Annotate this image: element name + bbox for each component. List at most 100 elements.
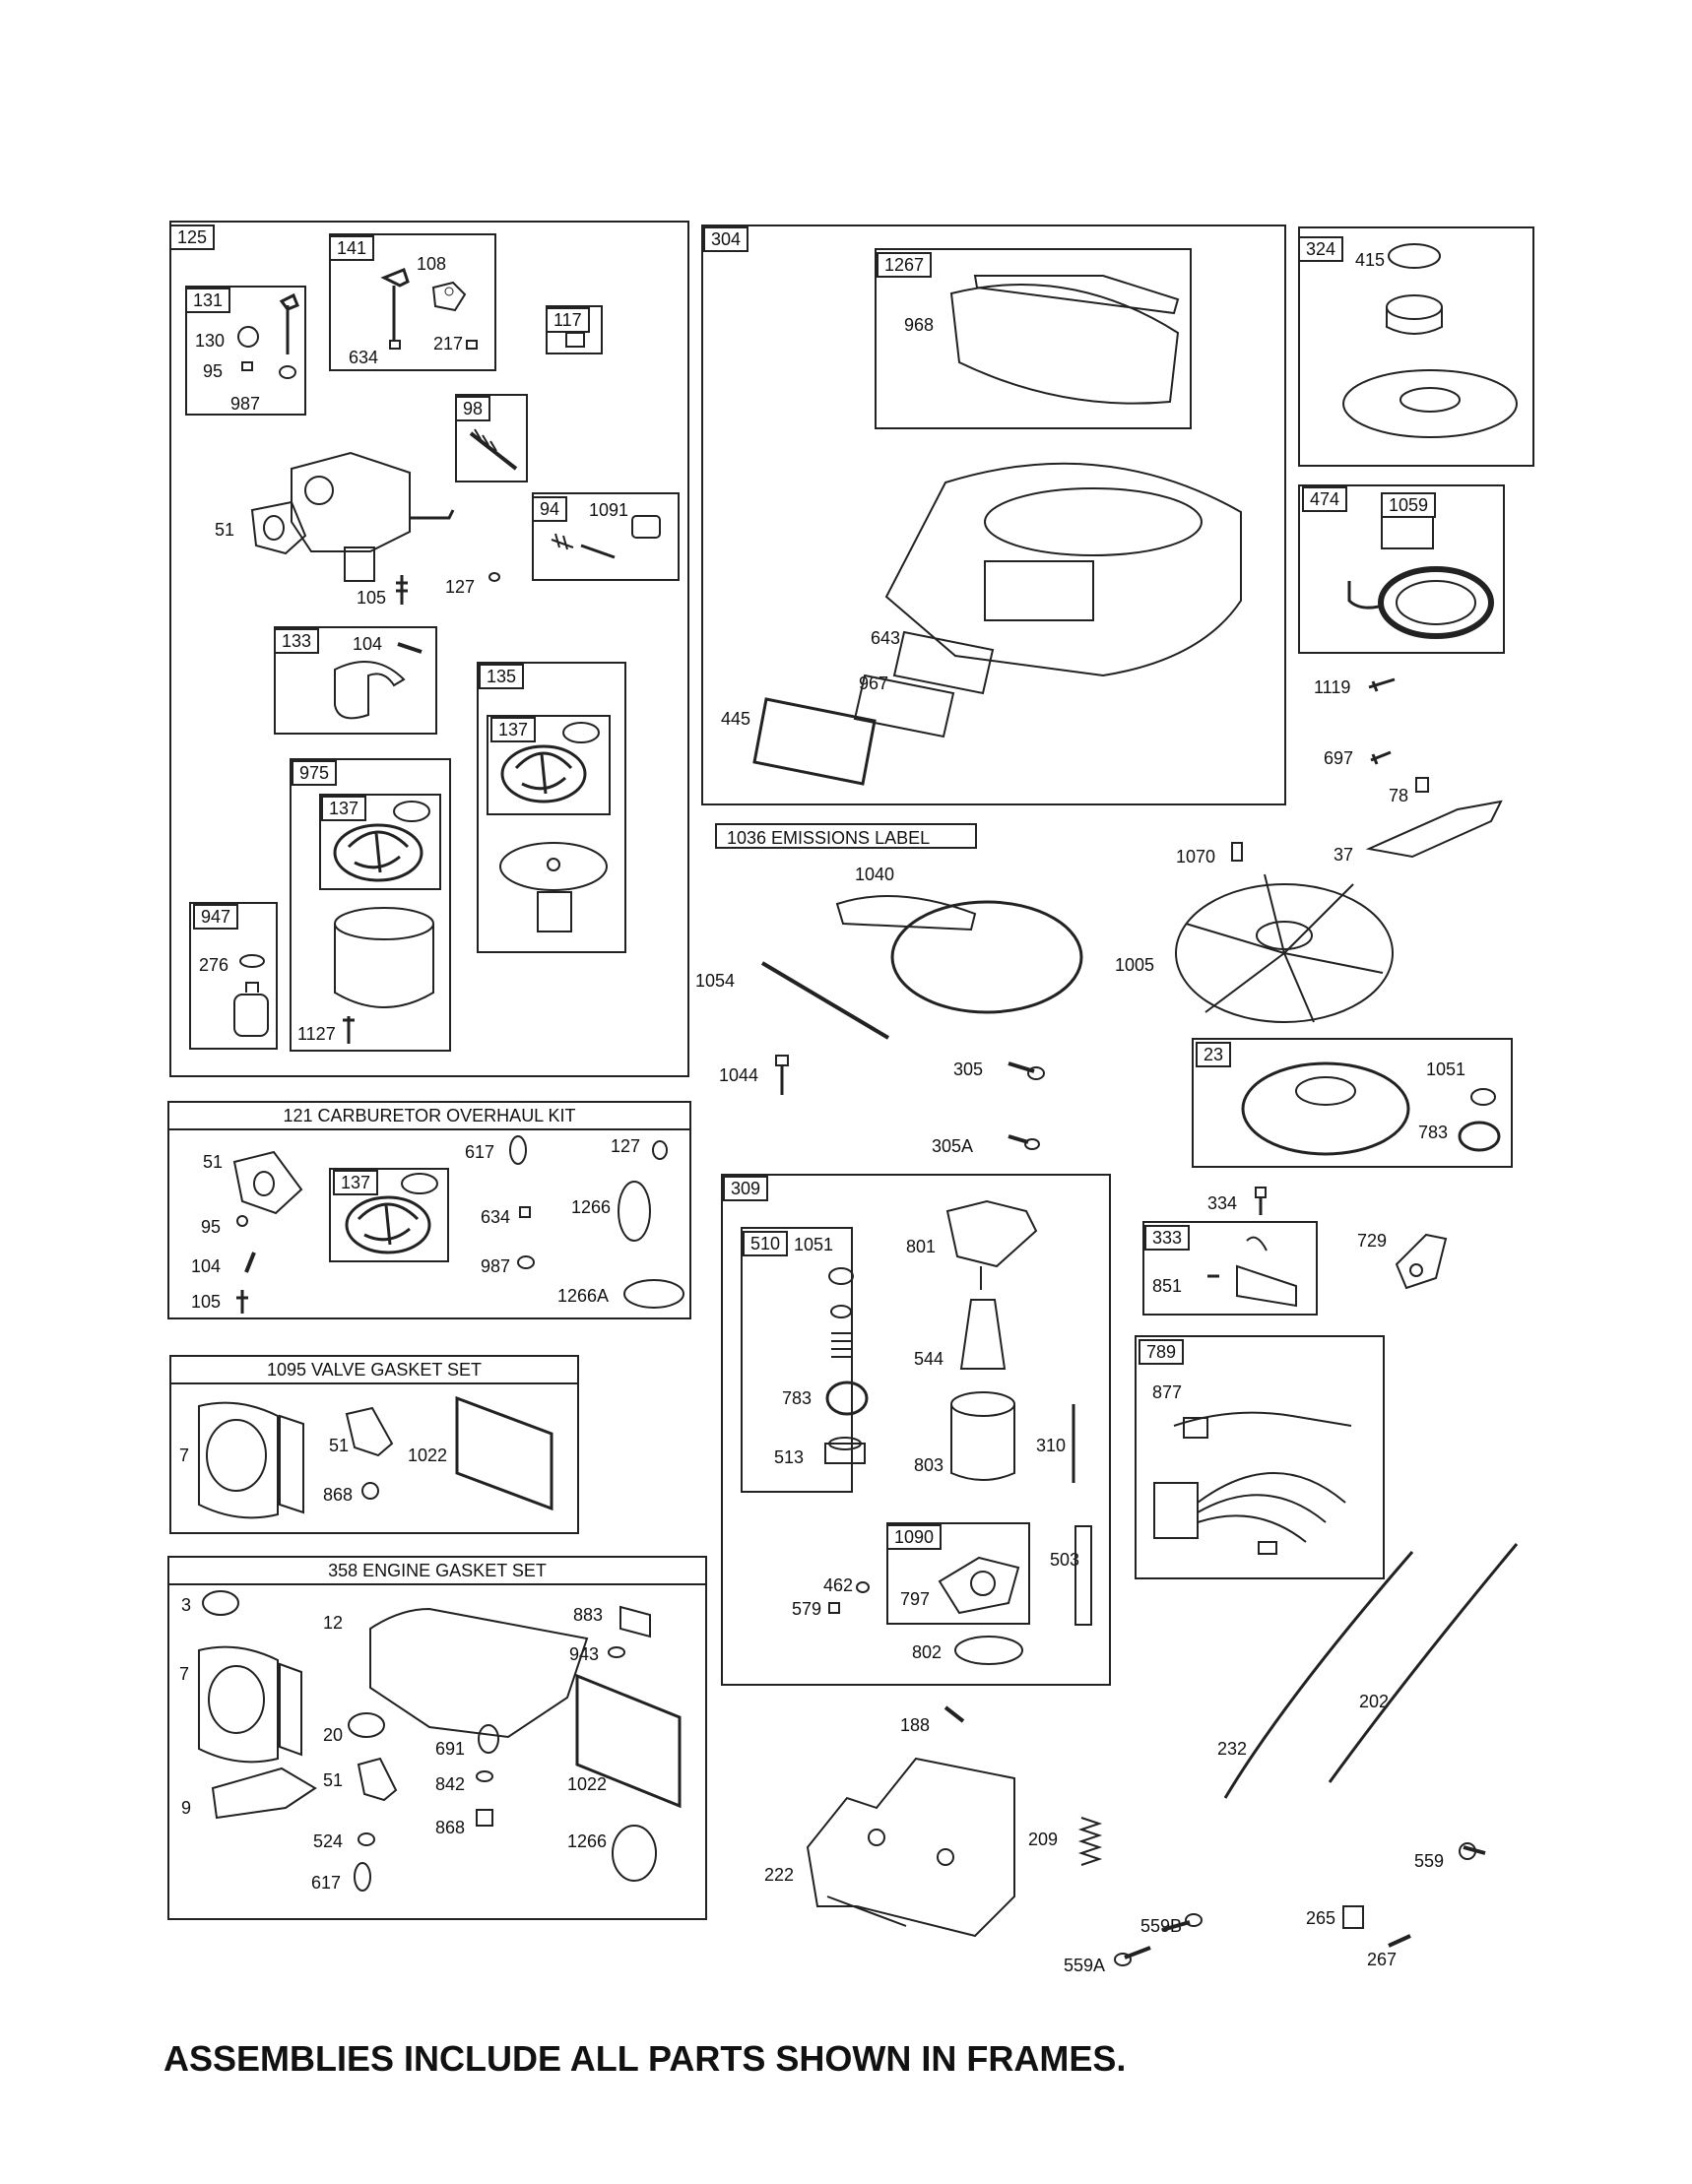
screws-305-drawing [1008,1061,1045,1150]
part-label: 1070 [1176,847,1216,867]
part-label: 797 [900,1589,931,1609]
frame-tag-135: 135 [479,664,525,689]
part-label: 51 [215,520,235,540]
part-label: 127 [611,1136,641,1156]
part-label: 1054 [695,971,736,991]
frame-131 [185,286,306,416]
part-label: 851 [1152,1276,1183,1296]
frame-333 [1142,1221,1318,1316]
part-label: 579 [792,1599,822,1619]
frame-tag-94: 94 [532,496,568,522]
part-label: 7 [179,1664,190,1684]
part-label: 1022 [408,1445,448,1465]
part-label: 801 [906,1237,937,1256]
part-label: 1022 [567,1774,608,1794]
part-label: 9 [181,1798,192,1818]
carburetor-drawing [250,451,455,582]
kit-121-title: 121 CARBURETOR OVERHAUL KIT [169,1103,689,1130]
part-label: 130 [195,331,226,351]
frame-tag-947: 947 [193,904,239,930]
part-label: 617 [311,1873,342,1893]
part-label: 559 [1414,1851,1445,1871]
screw-188-drawing [944,1705,965,1723]
starter-motor-drawing [945,1199,1075,1483]
frame-tag-131: 131 [185,288,231,313]
frame-tag-141: 141 [329,235,375,261]
engine-gaskets-drawing [198,1590,682,1892]
frame-tag-98: 98 [455,396,491,421]
drive-kit-drawing [824,1267,869,1464]
end-cap-802-drawing [954,1636,1023,1665]
part-label: 634 [349,348,379,367]
diaphragm-drawing-c [345,1173,438,1254]
linkages-drawing [1223,1543,1519,1799]
brush-plate-drawing [938,1556,1020,1615]
frame-tag-125: 125 [169,225,216,250]
frame-23 [1192,1038,1513,1168]
part-label: 202 [1359,1692,1390,1711]
part-label: 803 [914,1455,944,1475]
needle-98-drawing [469,428,518,471]
module-333-drawing [1207,1236,1297,1308]
part-label: 305 [953,1060,984,1079]
diaphragm-drawing-a [500,722,600,803]
frame-tag-789: 789 [1139,1339,1185,1365]
frame-474 [1298,484,1505,654]
fan-drawing [1175,873,1394,1023]
control-bracket-drawing [806,1757,1015,1938]
frame-tag-137-b: 137 [321,796,367,821]
rotating-screen-drawing [1342,243,1518,438]
part-label: 276 [199,955,229,975]
frame-tag-474: 474 [1302,486,1348,512]
part-label: 12 [323,1613,344,1633]
fuel-pump-base-drawing [499,842,608,932]
frame-133 [274,626,437,735]
o-rings-617-127-drawing [509,1135,668,1165]
part-label: 883 [573,1605,604,1625]
frame-1267 [875,248,1192,429]
part-label: 868 [323,1485,354,1505]
part-label: 462 [823,1575,854,1595]
part-label: 503 [1050,1550,1080,1570]
part-label: 104 [191,1256,222,1276]
diaphragm-drawing-b [333,801,430,882]
jet-105-drawing [396,575,408,605]
valve-gaskets-drawing [198,1395,553,1519]
part-label: 617 [465,1142,495,1162]
needle-94-drawing [551,515,661,559]
washer-127-drawing [488,572,500,582]
frame-789 [1135,1335,1385,1579]
kit-1095-title: 1095 VALVE GASKET SET [171,1357,577,1384]
part-label: 95 [201,1217,222,1237]
kit-121-frame: 121 CARBURETOR OVERHAUL KIT [167,1101,691,1319]
part-label: 868 [435,1818,466,1837]
part-label: 305A [932,1136,974,1156]
screws-and-guard-drawing [1365,677,1503,859]
frame-324 [1298,226,1534,467]
part-label: 108 [417,254,447,274]
part-label: 1051 [794,1235,834,1254]
frame-tag-1090: 1090 [886,1524,943,1550]
part-label: 20 [323,1725,344,1745]
air-cleaner-cover-drawing [949,275,1180,405]
part-label: 334 [1207,1193,1238,1213]
kit-358-frame: 358 ENGINE GASKET SET [167,1556,707,1920]
fuel-bowl-drawing [334,907,434,1008]
part-label: 802 [912,1642,943,1662]
frame-tag-1267: 1267 [877,252,933,278]
part-label: 217 [433,334,464,353]
part-label: 265 [1306,1908,1336,1928]
part-label: 643 [871,628,901,648]
baffle-band-drawing [760,895,1083,1040]
part-label: 415 [1355,250,1386,270]
part-label: 222 [764,1865,795,1885]
frame-135 [477,662,626,953]
part-label: 104 [353,634,383,654]
small-screws-drawing [1114,1842,1486,1966]
frame-510 [741,1227,853,1493]
part-label: 559B [1140,1916,1183,1936]
frame-141 [329,233,496,371]
bolt-1044-drawing [775,1055,789,1095]
part-label: 968 [904,315,935,335]
part-label: 987 [481,1256,511,1276]
